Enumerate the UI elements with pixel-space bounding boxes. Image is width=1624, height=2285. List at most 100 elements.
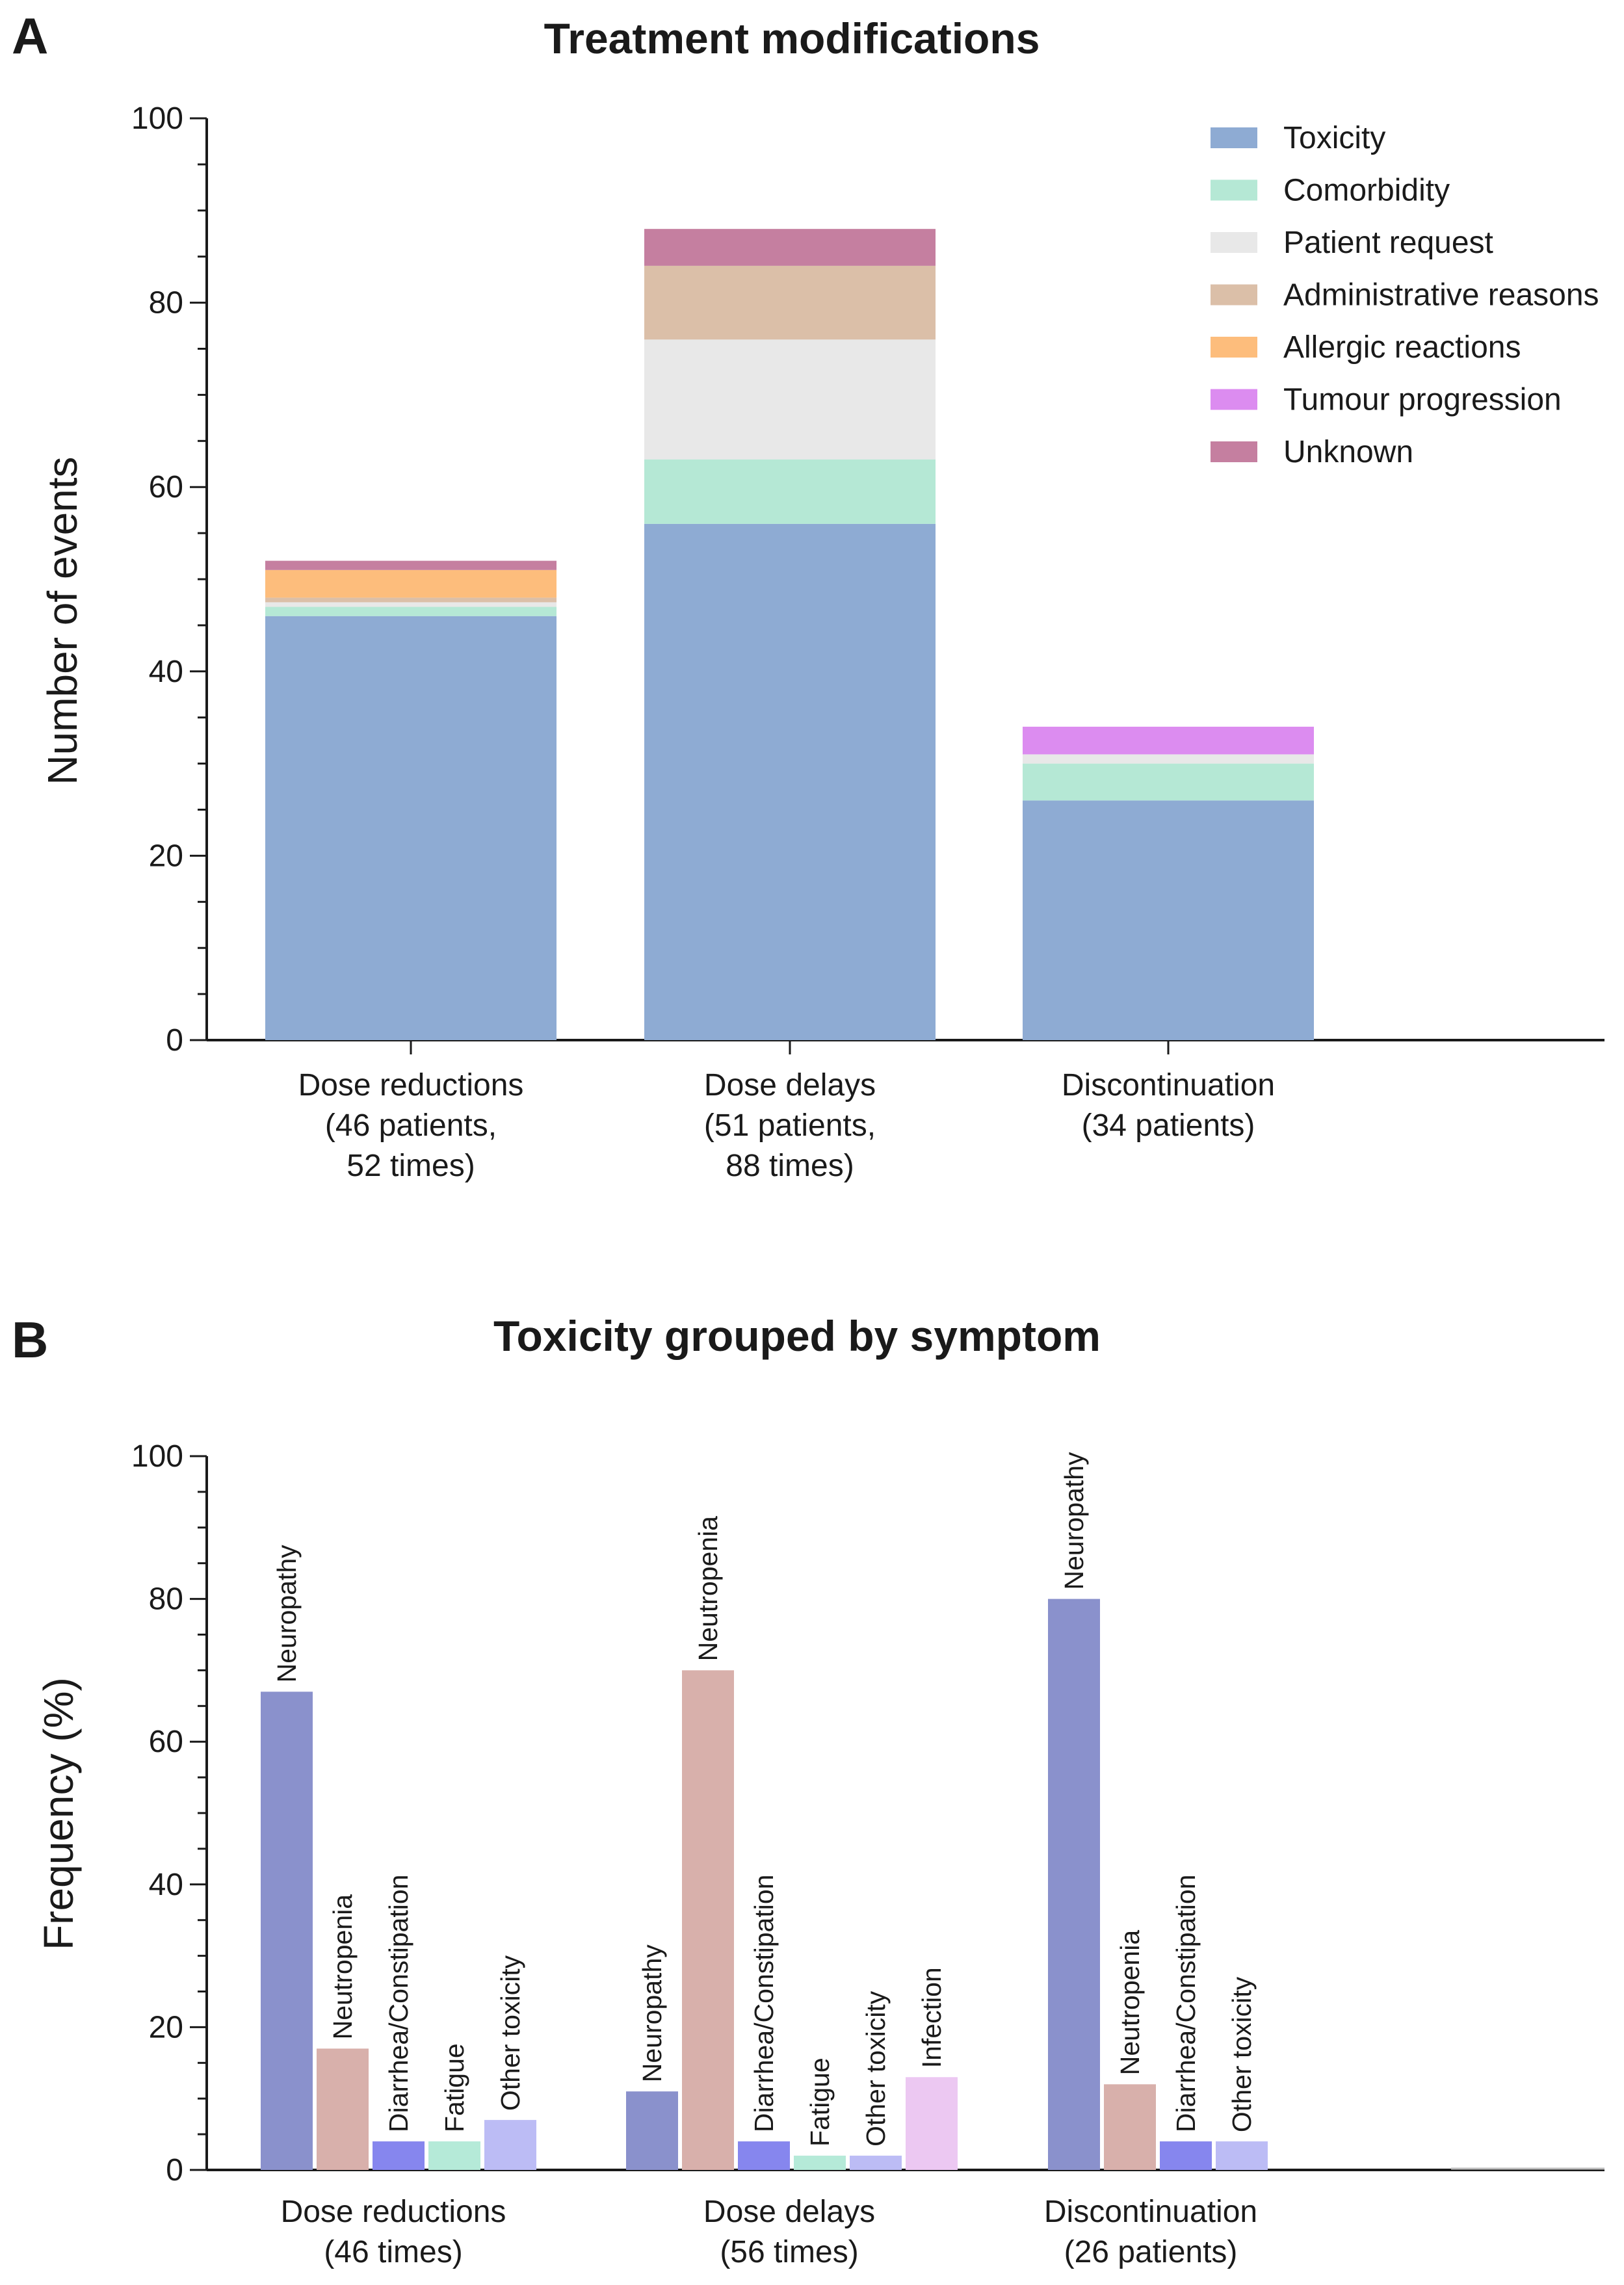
panel-a-y-tick-label-60: 60 [149,470,183,504]
panel-a-legend-swatch-toxicity [1211,127,1257,148]
panel-a-legend-label-tumour-progression: Tumour progression [1283,383,1562,417]
panel-a-bar-segment-comorbidity [1023,763,1314,801]
panel-b-bar-label-other-toxicity: Other toxicity [1227,1976,1257,2132]
panel-b-bar-neuropathy [261,1691,313,2170]
panel-a-bar-segment-allergic-reactions [265,569,557,598]
panel-a-legend-label-toxicity: Toxicity [1283,121,1385,155]
panel-a-bar-segment-administrative-reasons [265,597,557,603]
panel-b-letter: B [12,1311,48,1368]
panel-a-bar-segment-patient-request [265,602,557,607]
panel-b-bar-label-fatigue: Fatigue [805,2057,835,2147]
panel-a-bar-segment-administrative-reasons [644,265,936,340]
panel-b-bar-neuropathy [1048,1599,1100,2170]
panel-a-legend-swatch-unknown [1211,441,1257,462]
panel-b-bar-neutropenia [317,2048,369,2170]
panel-a-letter: A [12,7,48,64]
panel-b-bar-label-infection: Infection [917,1967,947,2068]
panel-b-category-label-dose-reductions: Dose reductions (46 times) [281,2195,506,2269]
panel-b-bar-diarrhea-constipation [1160,2141,1212,2170]
panel-a-y-axis-title: Number of events [39,456,86,785]
panel-a-category-label-dose-delays: Dose delays (51 patients, 88 times) [704,1068,876,1183]
panel-b-category-label-dose-delays: Dose delays (56 times) [703,2195,875,2269]
panel-a-y-tick-label-0: 0 [166,1023,183,1058]
panel-a-legend-swatch-allergic-reactions [1211,337,1257,358]
panel-a-treatment-modifications: A Treatment modifications Number of even… [12,7,1604,1183]
panel-a-category-label-line: 88 times) [726,1149,854,1183]
panel-a-category-label-line: (51 patients, [704,1108,876,1143]
panel-b-bar-label-fatigue: Fatigue [439,2043,469,2132]
panel-a-legend-label-allergic-reactions: Allergic reactions [1283,330,1521,365]
panel-a-y-tick-label-100: 100 [131,101,183,136]
panel-a-bar-segment-toxicity [644,523,936,1040]
panel-b-bar-neutropenia [682,1670,734,2170]
panel-b-bar-other-toxicity [1216,2141,1268,2170]
panel-b-y-tick-label-100: 100 [131,1439,183,1474]
panel-b-bar-label-diarrhea-constipation: Diarrhea/Constipation [749,1875,779,2133]
panel-b-bar-label-neutropenia: Neutropenia [693,1516,723,1662]
panel-b-category-label-line: (26 patients) [1064,2235,1238,2269]
panel-a-category-label-line: (46 patients, [325,1108,497,1143]
panel-b-category-label-line: Discontinuation [1044,2195,1257,2229]
panel-b-bar-label-other-toxicity: Other toxicity [861,1991,891,2147]
panel-a-legend-label-unknown: Unknown [1283,435,1413,469]
panel-a-category-label-line: 52 times) [347,1149,475,1183]
panel-b-bar-infection [906,2077,958,2170]
panel-a-y-tick-label-20: 20 [149,839,183,873]
panel-b-bar-other-toxicity [484,2120,536,2170]
panel-b-category-label-line: (46 times) [324,2235,462,2269]
panel-a-y-tick-label-40: 40 [149,655,183,689]
panel-a-category-label-dose-reductions: Dose reductions (46 patients, 52 times) [298,1068,524,1183]
panel-b-bar-label-neutropenia: Neutropenia [328,1894,358,2040]
panel-b-bar-label-neuropathy: Neuropathy [637,1944,667,2082]
panel-a-legend-swatch-tumour-progression [1211,389,1257,410]
panel-b-bar-fatigue [428,2141,480,2170]
panel-a-bar-segment-tumour-progression [1023,726,1314,755]
panel-b-bar-label-other-toxicity: Other toxicity [495,1955,525,2111]
panel-b-category-label-discontinuation: Discontinuation (26 patients) [1044,2195,1257,2269]
panel-a-bar-segment-unknown [644,229,936,266]
panel-b-y-tick-label-80: 80 [149,1582,183,1617]
panel-b-bar-diarrhea-constipation [738,2141,790,2170]
panel-a-category-label-line: Dose reductions [298,1068,524,1103]
panel-b-y-tick-label-60: 60 [149,1725,183,1759]
panel-b-category-label-line: Dose reductions [281,2195,506,2229]
panel-b-bar-label-neuropathy: Neuropathy [1059,1452,1089,1589]
panel-a-bar-segment-toxicity [265,616,557,1040]
panel-a-bar-segment-unknown [265,560,557,570]
panel-b-bar-label-neutropenia: Neutropenia [1115,1930,1145,2076]
panel-a-legend-swatch-patient-request [1211,232,1257,253]
panel-b-toxicity-by-symptom: B Toxicity grouped by symptom Frequency … [12,1311,1604,2269]
panel-a-legend-label-administrative-reasons: Administrative reasons [1283,278,1599,313]
panel-b-bar-fatigue [794,2156,846,2170]
panel-b-bar-neuropathy [626,2091,678,2170]
panel-b-y-tick-label-20: 20 [149,2010,183,2044]
panel-b-y-axis-title: Frequency (%) [35,1677,82,1950]
panel-a-y-tick-label-80: 80 [149,286,183,320]
panel-a-category-label-line: (34 patients) [1082,1108,1255,1143]
panel-b-bar-other-toxicity [850,2156,902,2170]
panel-a-legend-label-comorbidity: Comorbidity [1283,174,1450,208]
panel-b-bar-neutropenia [1104,2084,1156,2170]
panel-a-category-label-line: Dose delays [704,1068,876,1103]
panel-a-legend-label-patient-request: Patient request [1283,226,1493,260]
panel-b-bar-label-diarrhea-constipation: Diarrhea/Constipation [1171,1875,1201,2133]
panel-b-category-label-line: (56 times) [720,2235,858,2269]
panel-a-bar-segment-comorbidity [265,607,557,616]
panel-b-y-tick-label-0: 0 [166,2153,183,2187]
panel-b-bar-label-neuropathy: Neuropathy [272,1545,302,1682]
panel-a-legend-swatch-comorbidity [1211,179,1257,201]
panel-a-category-label-discontinuation: Discontinuation (34 patients) [1062,1068,1275,1143]
panel-a-legend-swatch-administrative-reasons [1211,284,1257,306]
panel-a-bar-segment-patient-request [644,339,936,460]
panel-a-bar-segment-toxicity [1023,800,1314,1040]
panel-a-bar-segment-patient-request [1023,754,1314,764]
panel-b-bar-label-diarrhea-constipation: Diarrhea/Constipation [384,1875,413,2133]
panel-b-bar-diarrhea-constipation [373,2141,425,2170]
panel-b-category-label-line: Dose delays [703,2195,875,2229]
panel-b-y-tick-label-40: 40 [149,1868,183,1902]
panel-a-category-label-line: Discontinuation [1062,1068,1275,1103]
